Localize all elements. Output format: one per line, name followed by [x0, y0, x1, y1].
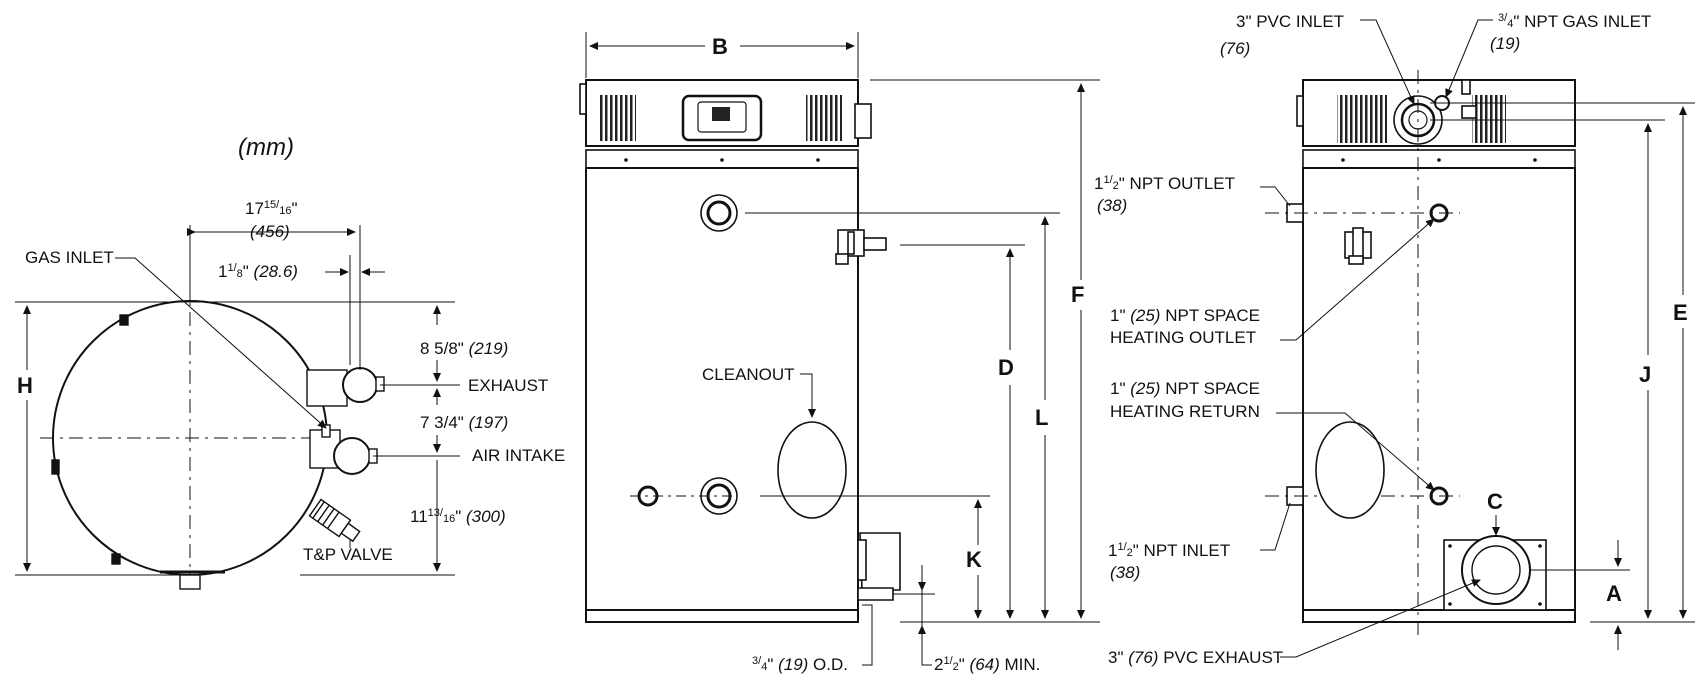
exhaust-label: EXHAUST: [468, 376, 548, 395]
side-left-handle: [1296, 95, 1304, 127]
units-label: (mm): [238, 134, 294, 161]
side-cleanout-oval: [1315, 421, 1385, 519]
pvc-inlet-mm: (76): [1220, 39, 1250, 58]
front-left-handle: [579, 83, 587, 115]
air-intake-label: AIR INTAKE: [472, 446, 565, 465]
screw: [1538, 544, 1542, 548]
f-dimension-letter: F: [1071, 282, 1084, 307]
front-upper-fitting-inner: [706, 200, 732, 226]
pvc-exhaust-leader: [1280, 579, 1481, 658]
npt-outlet-leader: [1260, 186, 1291, 207]
side-top-fitting: [1461, 79, 1471, 95]
rivet: [1437, 158, 1441, 162]
rivet: [1533, 158, 1537, 162]
sh-outlet-leader: [1280, 218, 1435, 341]
gas-inlet-fitting: [321, 424, 331, 438]
npt-inlet-mm: (38): [1110, 563, 1140, 582]
side-view: [1260, 19, 1695, 658]
tp-valve-label: T&P VALVE: [303, 545, 393, 564]
d-dimension-letter: D: [998, 355, 1014, 380]
pvc-exhaust-label: 3" (76) PVC EXHAUST: [1108, 648, 1283, 667]
tp-valve-body: [308, 498, 361, 543]
front-right-box: [854, 103, 872, 139]
side-vent-right: [1472, 95, 1506, 143]
pvc-inlet-leader: [1360, 19, 1415, 105]
cleanout-leader: [800, 373, 816, 418]
intake-pipe: [333, 437, 371, 475]
screw: [1448, 544, 1452, 548]
sh-outlet-line1: 1" (25) NPT SPACE: [1110, 306, 1260, 325]
min-label: 21/2" (64) MIN.: [934, 655, 1040, 674]
top-view: (mm): [15, 134, 460, 590]
front-vent-left: [600, 95, 636, 141]
cleanout-label: CLEANOUT: [702, 365, 795, 384]
b-dimension-letter: B: [712, 34, 728, 59]
j-dimension-letter: J: [1639, 362, 1651, 387]
front-tp-valve: [835, 229, 887, 265]
bottom-bump: [111, 553, 121, 565]
front-vent-right: [806, 95, 842, 141]
od-leader: [862, 604, 873, 666]
pvc-inlet-label: 3" PVC INLET: [1236, 12, 1344, 31]
side-vent-left: [1337, 95, 1387, 143]
sh-return-line1: 1" (25) NPT SPACE: [1110, 379, 1260, 398]
width-dim-mm: (456): [250, 222, 290, 241]
intake-height-label: 1113/16" (300): [410, 507, 506, 526]
rivet: [1341, 158, 1345, 162]
exhaust-height-label: 8 5/8" (219): [420, 339, 508, 358]
h-dimension-letter: H: [17, 373, 33, 398]
gas-inlet-side-mm: (19): [1490, 34, 1520, 53]
l-dimension-letter: L: [1035, 405, 1048, 430]
npt-inlet-leader: [1260, 502, 1291, 551]
width-dim-label: 1715/16": [245, 199, 298, 218]
side-tp-valve: [1344, 227, 1372, 265]
side-base: [1302, 609, 1576, 623]
screw: [1448, 602, 1452, 606]
a-dimension-letter: A: [1606, 581, 1622, 606]
drain-bump: [179, 574, 201, 590]
sh-outlet-line2: HEATING OUTLET: [1110, 328, 1256, 347]
front-base: [585, 609, 859, 623]
rivet: [816, 158, 820, 162]
exhaust-stub: [375, 376, 385, 392]
sh-return-leader: [1276, 412, 1435, 491]
npt-outlet-label: 11/2" NPT OUTLET: [1094, 174, 1235, 193]
min-leader: [921, 660, 932, 666]
top-bump: [119, 314, 129, 326]
e-dimension-letter: E: [1673, 300, 1688, 325]
od-label: 3/4" (19) O.D.: [752, 655, 848, 674]
side-bump: [51, 459, 60, 475]
screw: [1538, 602, 1542, 606]
c-dimension-letter: C: [1487, 489, 1503, 514]
npt-inlet-label: 11/2" NPT INLET: [1108, 541, 1230, 560]
k-dimension-letter: K: [966, 547, 982, 572]
exhaust-pipe: [342, 367, 378, 403]
cleanout-oval: [777, 421, 847, 519]
gas-inlet-leader-side: [1445, 19, 1493, 98]
offset-dim-label: 11/8" (28.6): [218, 262, 298, 281]
npt-outlet-mm: (38): [1097, 196, 1127, 215]
rivet: [720, 158, 724, 162]
sh-return-line2: HEATING RETURN: [1110, 402, 1260, 421]
gas-inlet-label: GAS INLET: [25, 248, 114, 267]
intake-spacing-label: 7 3/4" (197): [420, 413, 508, 432]
side-top-box: [1461, 105, 1477, 119]
rivet: [624, 158, 628, 162]
exhaust-collar: [306, 369, 348, 407]
front-left-fitting: [857, 539, 867, 581]
gas-inlet-leader: [115, 257, 327, 429]
front-view: [579, 32, 1100, 666]
front-elbow-pipe: [857, 587, 894, 601]
front-body: [585, 167, 859, 611]
gas-inlet-side-label: 3/4" NPT GAS INLET: [1498, 12, 1651, 31]
control-screen: [712, 107, 730, 121]
pvc-exhaust-inner: [1471, 545, 1521, 595]
